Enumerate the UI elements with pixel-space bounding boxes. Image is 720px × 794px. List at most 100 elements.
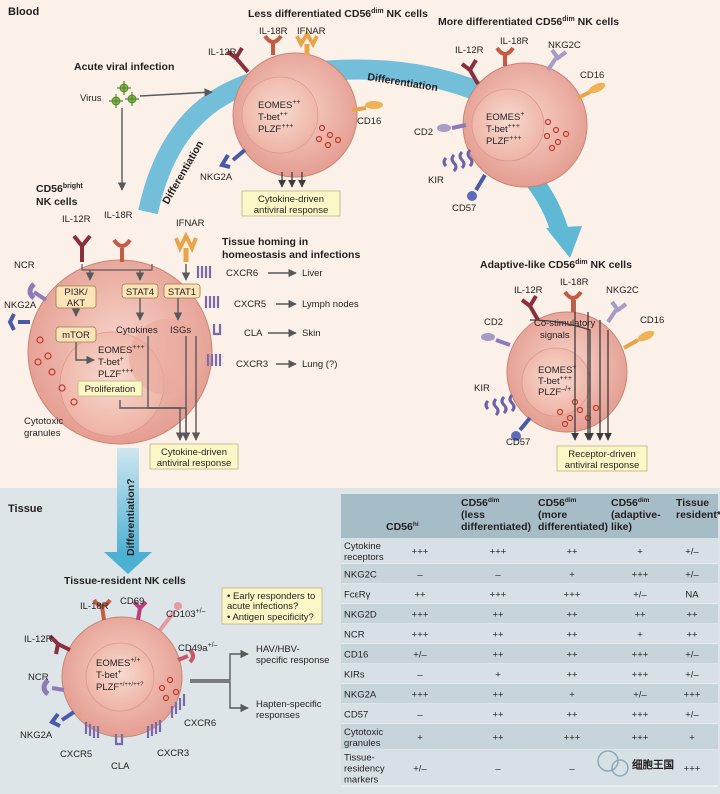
table-row-label: NCR <box>344 630 365 641</box>
bright-stat1-box <box>163 283 201 299</box>
homing-title-1: Tissue homing in <box>222 236 308 248</box>
bright-pi3k-2: AKT <box>67 298 86 309</box>
homing-receptor: CXCR6 <box>226 268 258 279</box>
less-diff-il18r-label: IL-18R <box>259 26 288 37</box>
blood-label: Blood <box>8 6 39 18</box>
table-header <box>341 494 718 538</box>
table-row-label: NKG2D <box>344 610 377 621</box>
adaptive-cd2-icon <box>481 333 511 347</box>
less-diff-response-1: Cytokine-driven <box>258 194 324 205</box>
resident-il18r-icon <box>92 598 112 621</box>
table-cell: +/– <box>633 690 647 701</box>
homing-target: Skin <box>302 328 320 339</box>
adaptive-kir-icon <box>484 393 516 417</box>
table-cell: +/– <box>413 650 427 661</box>
resident-chemokine-receptors <box>84 694 186 746</box>
table-cell: – <box>495 570 501 581</box>
table-row <box>341 684 718 704</box>
more-diff-tf2: T-bet+++ <box>486 123 520 135</box>
more-diff-tf1: EOMES+ <box>486 111 524 123</box>
adaptive-tf3: PLZF–/+ <box>538 386 571 398</box>
resident-tf1: EOMES+/+ <box>96 657 140 669</box>
less-diff-cd16-label: CD16 <box>357 116 381 127</box>
table-cell: + <box>637 547 643 558</box>
table-cell: +++ <box>490 590 507 601</box>
bright-mtor: mTOR <box>62 330 90 341</box>
resident-cxcr5-label: CXCR5 <box>60 749 92 760</box>
bright-il12r-label: IL-12R <box>62 214 91 225</box>
adaptive-kir-label: KIR <box>474 383 490 394</box>
bright-il18r-icon <box>112 238 132 262</box>
less-diff-il12r-label: IL-12R <box>208 47 237 58</box>
table-row-label: CD16 <box>344 650 368 661</box>
bright-homing-receptors <box>196 266 222 366</box>
table-row-label: KIRs <box>344 670 365 681</box>
less-diff-response-2: antiviral response <box>254 205 328 216</box>
table-cell: + <box>417 733 423 744</box>
table-cell: +++ <box>412 690 429 701</box>
resident-cla-label: CLA <box>111 761 130 772</box>
table-row <box>341 644 718 664</box>
more-diff-il12r-icon <box>460 58 480 85</box>
table-cell: +/– <box>413 764 427 775</box>
resident-title: Tissue-resident NK cells <box>64 575 186 587</box>
table-cell: – <box>495 764 501 775</box>
table-cell: +++ <box>564 733 581 744</box>
table-row-label: FcεRγ <box>344 590 371 601</box>
table-cell: ++ <box>492 610 504 621</box>
table-cell: +++ <box>412 547 429 558</box>
watermark-text: 细胞王国 <box>632 758 674 771</box>
resident-granules <box>158 676 180 702</box>
resident-nkg2a-label: NKG2A <box>20 730 53 741</box>
more-diff-kir-icon <box>442 148 474 173</box>
table-row-label: markers <box>344 775 379 786</box>
bright-granules-1: Cytotoxic <box>24 416 63 427</box>
less-diff-il18r-icon <box>263 34 283 55</box>
more-diff-kir-label: KIR <box>428 175 444 186</box>
bright-title-1: CD56bright <box>36 183 83 195</box>
bright-proliferation: Proliferation <box>85 384 136 395</box>
table-cell: ++ <box>492 710 504 721</box>
homing-target: Lung (?) <box>302 359 337 370</box>
bright-title-2: NK cells <box>36 196 78 208</box>
resident-nucleus <box>85 642 155 712</box>
bright-mtor-box <box>55 326 97 343</box>
table-cell: ++ <box>492 690 504 701</box>
bright-cytokines: Cytokines <box>116 325 158 336</box>
table-header-cell: (less <box>461 509 485 521</box>
more-diff-nkg2c-icon <box>546 48 568 72</box>
table-cell: – <box>417 670 423 681</box>
table-cell: +++ <box>490 547 507 558</box>
resident-out-1b: specific response <box>256 655 329 666</box>
table-row <box>341 564 718 584</box>
resident-cxcr6-label: CXCR6 <box>184 718 216 729</box>
more-diff-cd57-label: CD57 <box>452 203 476 214</box>
bright-ifnar-icon <box>174 231 198 262</box>
tissue-label: Tissue <box>8 503 43 515</box>
resident-tf2: T-bet+ <box>96 669 122 681</box>
virus-to-less-diff-arrow <box>139 88 213 97</box>
less-diff-nucleus <box>241 76 319 154</box>
less-diff-nkg2a-label: NKG2A <box>200 172 233 183</box>
table-row-label: granules <box>344 738 381 749</box>
table-row <box>341 584 718 604</box>
bright-stat1: STAT1 <box>168 287 196 298</box>
table-cell: +++ <box>684 764 701 775</box>
more-diff-il18r-icon <box>495 46 515 66</box>
watermark: 细胞王国 <box>597 750 674 777</box>
bright-granules-2: granules <box>24 428 61 439</box>
adaptive-il18r-label: IL-18R <box>560 277 589 288</box>
resident-cd69-icon <box>132 600 148 621</box>
table-row-label: NKG2A <box>344 690 377 701</box>
bright-ncr-icon <box>27 282 48 302</box>
table-cell: +++ <box>632 570 649 581</box>
bright-stat4: STAT4 <box>126 287 154 298</box>
differentiation-arrowhead-3 <box>104 552 152 574</box>
homing-target: Lymph nodes <box>302 299 359 310</box>
resident-question-3: • Antigen specificity? <box>227 612 314 623</box>
table-cell: ++ <box>566 650 578 661</box>
less-diff-ifnar-icon <box>295 30 319 55</box>
table-cell: +++ <box>632 733 649 744</box>
